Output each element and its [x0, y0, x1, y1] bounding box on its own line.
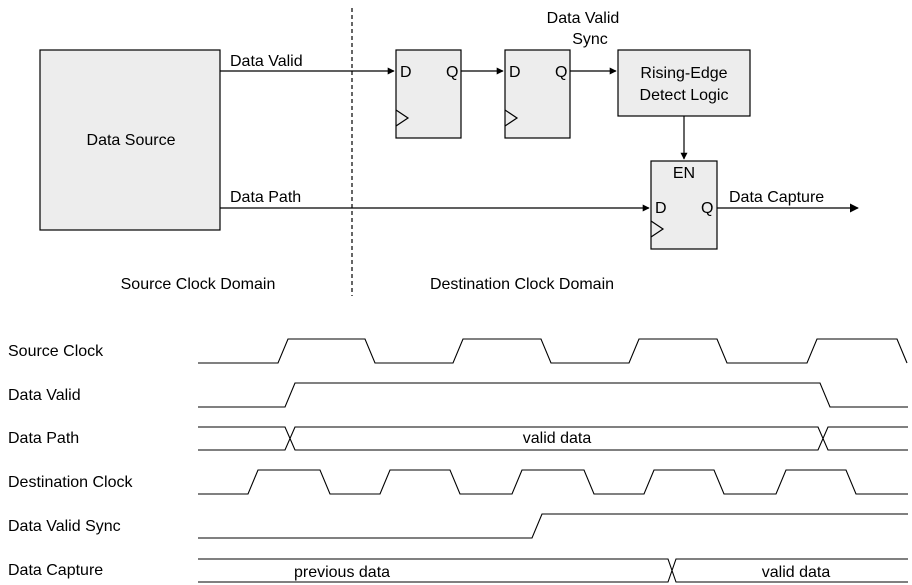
capture-ff-clock-pin-icon [650, 220, 665, 238]
capture-ff-en-pin: EN [673, 165, 695, 182]
signal-name-data-valid-sync: Data Valid Sync [8, 518, 121, 535]
signal-name-source-clock: Source Clock [8, 343, 104, 360]
edge-detect-label-line1: Rising-Edge [640, 65, 727, 82]
ff1-q-pin: Q [446, 64, 458, 81]
sync-flip-flop-2 [504, 49, 571, 139]
signal-name-data-capture: Data Capture [8, 562, 103, 579]
ff2-clock-pin-icon [504, 109, 519, 127]
data-capture-bus-waveform [198, 558, 908, 583]
signal-name-destination-clock: Destination Clock [8, 474, 134, 491]
data-capture-valid-data-label: valid data [762, 564, 831, 581]
data-source-label: Data Source [87, 132, 176, 149]
block-diagram: Data Source Data Valid D Q D Q Data Vali… [39, 8, 859, 296]
sync-flip-flop-1 [395, 49, 462, 139]
signal-name-data-path: Data Path [8, 430, 79, 447]
data-valid-wire-label: Data Valid [230, 53, 303, 70]
data-capture-previous-data-label: previous data [294, 564, 390, 581]
data-valid-sync-waveform [198, 513, 908, 539]
ff1-clock-pin-icon [395, 109, 410, 127]
signal-name-data-valid: Data Valid [8, 387, 81, 404]
data-capture-wire-label: Data Capture [729, 189, 824, 206]
data-valid-waveform [198, 382, 908, 408]
data-path-valid-data-label: valid data [523, 430, 592, 447]
capture-flip-flop [650, 160, 718, 250]
capture-ff-q-pin: Q [701, 200, 713, 217]
data-valid-sync-label-line1: Data Valid [547, 10, 620, 27]
ff2-d-pin: D [509, 64, 521, 81]
data-path-wire-label: Data Path [230, 189, 301, 206]
ff1-d-pin: D [400, 64, 412, 81]
timing-diagram: Source Clock Data Valid Data Path Destin… [8, 338, 908, 583]
destination-clock-waveform [198, 469, 908, 495]
data-valid-sync-label-line2: Sync [572, 31, 608, 48]
edge-detect-label-line2: Detect Logic [640, 87, 729, 104]
source-domain-label: Source Clock Domain [121, 276, 276, 293]
rising-edge-detect-block [617, 49, 751, 117]
destination-domain-label: Destination Clock Domain [430, 276, 614, 293]
ff2-q-pin: Q [555, 64, 567, 81]
capture-ff-d-pin: D [655, 200, 667, 217]
data-source-block [39, 49, 221, 231]
data-path-bus-waveform [198, 426, 908, 451]
source-clock-waveform [198, 338, 908, 364]
